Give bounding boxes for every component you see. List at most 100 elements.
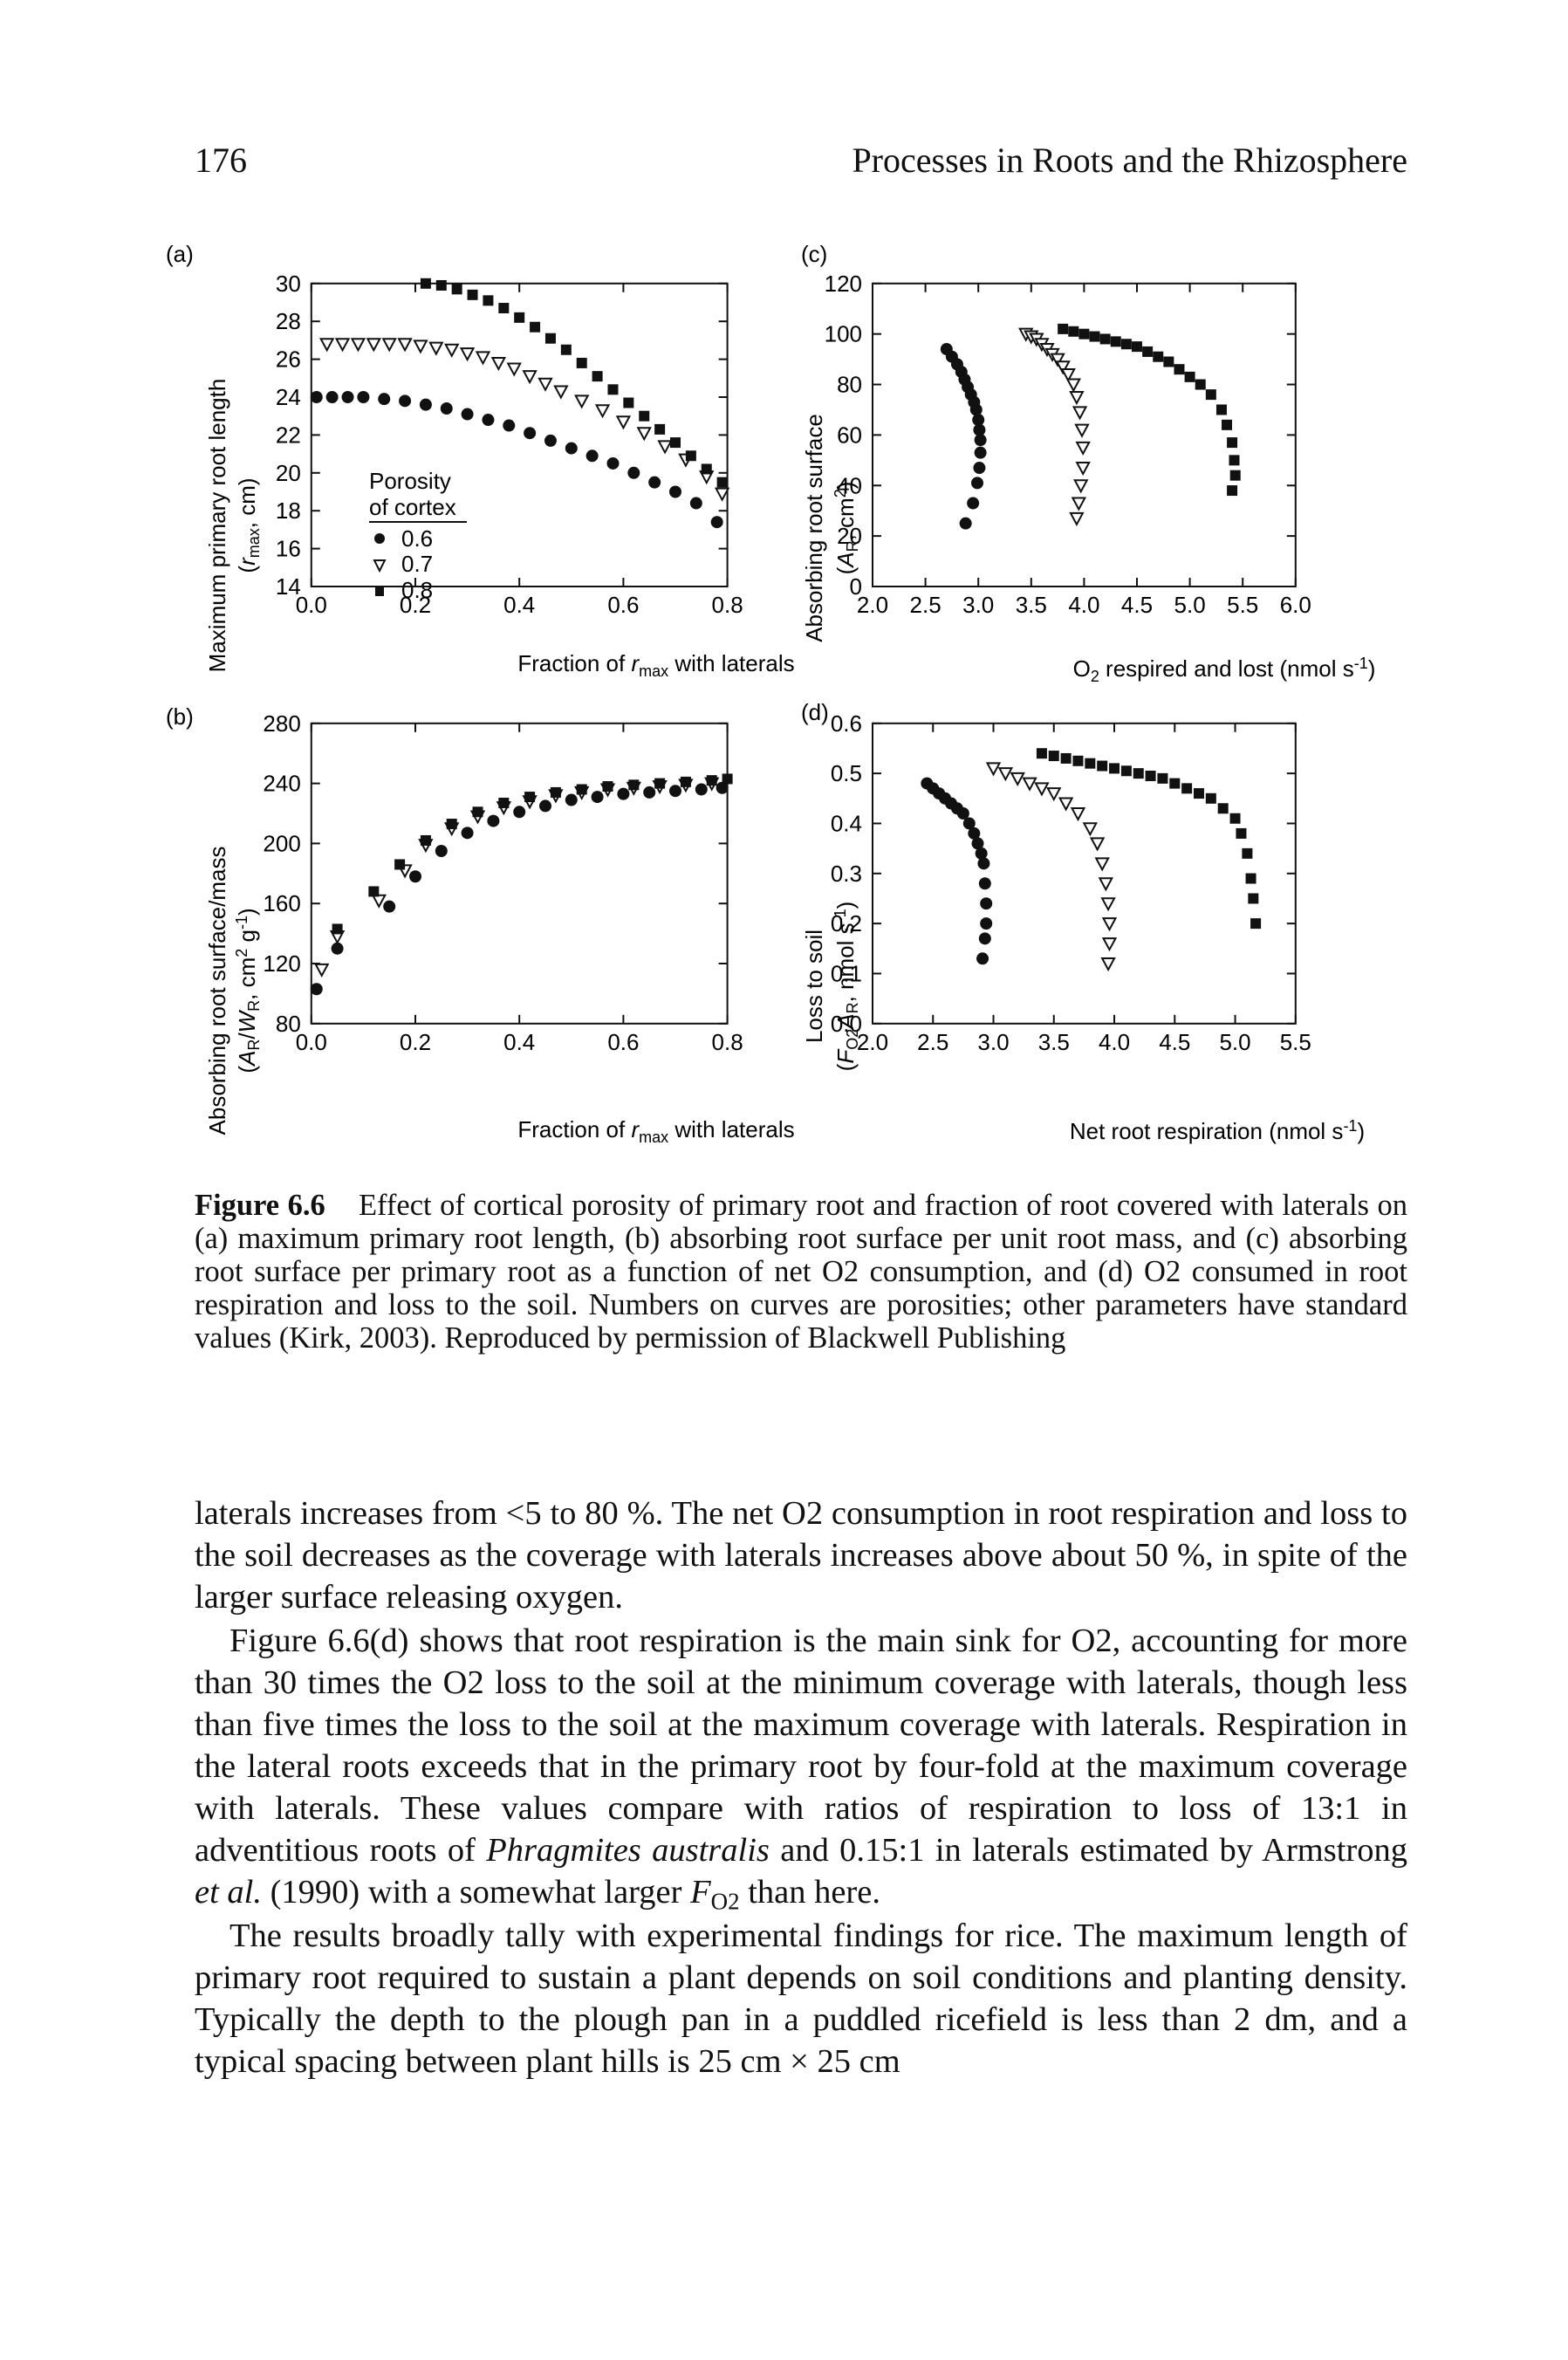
- x-tick-label: 4.0: [1099, 1029, 1130, 1055]
- x-tick-label: 5.5: [1227, 592, 1258, 618]
- y-tick-label: 120: [263, 950, 300, 977]
- y-tick-label: 30: [276, 271, 301, 297]
- data-point: [976, 952, 989, 965]
- series-0-7: [319, 338, 730, 502]
- data-point: [716, 781, 729, 794]
- data-point: [636, 427, 652, 442]
- data-point: [461, 408, 474, 421]
- data-point: [607, 384, 619, 395]
- panel-a: (a) Maximum primary root length (rmax, c…: [166, 241, 795, 680]
- data-point: [1133, 768, 1144, 779]
- data-point: [319, 338, 335, 353]
- data-point: [973, 462, 986, 475]
- data-point: [669, 785, 681, 798]
- data-point: [440, 402, 453, 415]
- y-tick-label: 60: [837, 422, 862, 448]
- data-point: [1060, 752, 1072, 764]
- data-point: [1034, 782, 1050, 797]
- data-point: [1036, 748, 1047, 759]
- x-axis-label-b: Fraction of rmax with laterals: [517, 1116, 794, 1146]
- data-point: [615, 415, 632, 430]
- data-point: [592, 371, 603, 382]
- x-tick-label: 2.5: [910, 592, 941, 618]
- data-point: [1075, 462, 1091, 477]
- data-point: [550, 786, 561, 798]
- figure-canvas: (a) Maximum primary root length (rmax, c…: [166, 241, 1375, 1146]
- x-tick-label: 0.4: [503, 1029, 535, 1055]
- data-point: [1069, 511, 1085, 526]
- data-point: [524, 427, 537, 440]
- data-point: [565, 442, 578, 455]
- data-point: [1242, 847, 1253, 859]
- data-point: [1069, 391, 1085, 406]
- data-point: [1072, 755, 1084, 766]
- data-point: [706, 775, 717, 786]
- caption-text: Effect of cortical porosity of primary r…: [195, 1189, 1408, 1355]
- data-point: [594, 404, 611, 419]
- data-point: [394, 859, 406, 870]
- panel-c: (c) Absorbing root surface (AR, cm2) O2 …: [801, 241, 1375, 685]
- data-point: [648, 476, 661, 489]
- legend-label-0-8: 0.8: [401, 577, 433, 603]
- data-point: [968, 827, 981, 840]
- legend-marker-0-6: [374, 533, 385, 544]
- data-point: [397, 338, 413, 353]
- y-tick-label: 0.0: [831, 1011, 862, 1037]
- y-tick-label: 0.6: [831, 710, 862, 737]
- data-point: [1142, 346, 1154, 357]
- data-point: [627, 466, 640, 479]
- x-tick-label: 2.0: [857, 1029, 888, 1055]
- x-tick-label: 0.4: [503, 592, 535, 618]
- data-point: [1109, 763, 1120, 774]
- data-point: [341, 391, 354, 403]
- x-axis-label-a: Fraction of rmax with laterals: [517, 650, 794, 680]
- data-point: [1222, 419, 1233, 430]
- data-point: [498, 797, 510, 808]
- data-point: [420, 834, 431, 846]
- data-point: [1098, 877, 1114, 892]
- x-tick-label: 5.0: [1219, 1029, 1250, 1055]
- data-point: [639, 410, 650, 422]
- data-point: [643, 786, 656, 799]
- y-tick-label: 26: [276, 346, 301, 373]
- data-point: [399, 394, 412, 408]
- plot-frame: [872, 722, 1297, 1025]
- caption-label: Figure 6.6: [195, 1189, 325, 1222]
- data-point: [1072, 406, 1088, 421]
- data-point: [544, 333, 556, 344]
- data-point: [1082, 822, 1099, 837]
- data-point: [1245, 873, 1256, 884]
- data-point: [680, 776, 691, 787]
- y-tick-label: 200: [263, 830, 300, 856]
- x-tick-label: 0.8: [712, 1029, 743, 1055]
- data-point: [978, 877, 991, 890]
- data-point: [1153, 351, 1164, 362]
- x-tick-label: 3.0: [962, 592, 994, 618]
- data-point: [591, 791, 604, 804]
- data-point: [1073, 479, 1089, 494]
- data-point: [1078, 328, 1090, 340]
- series-0-6: [310, 391, 723, 529]
- x-tick-label: 3.0: [977, 1029, 1009, 1055]
- data-point: [1058, 797, 1074, 812]
- data-point: [435, 279, 447, 291]
- series-0-6: [940, 343, 987, 530]
- y-tick-label: 0.3: [831, 861, 862, 887]
- data-point: [1100, 957, 1116, 972]
- plot-frame: [310, 722, 729, 1025]
- data-point: [1250, 918, 1262, 930]
- data-point: [332, 923, 343, 935]
- legend-label-0-7: 0.7: [401, 551, 433, 577]
- data-point: [978, 932, 991, 945]
- x-tick-label: 3.5: [1038, 1029, 1070, 1055]
- x-tick-label: 0.2: [400, 1029, 431, 1055]
- data-point: [585, 449, 599, 463]
- data-point: [310, 391, 323, 403]
- y-tick-label: 120: [825, 271, 862, 297]
- data-point: [524, 792, 536, 803]
- data-point: [498, 303, 510, 314]
- panel-b: (b) Absorbing root surface/mass (AR/WR, …: [166, 703, 795, 1146]
- data-point: [1227, 485, 1238, 497]
- x-tick-label: 3.5: [1016, 592, 1047, 618]
